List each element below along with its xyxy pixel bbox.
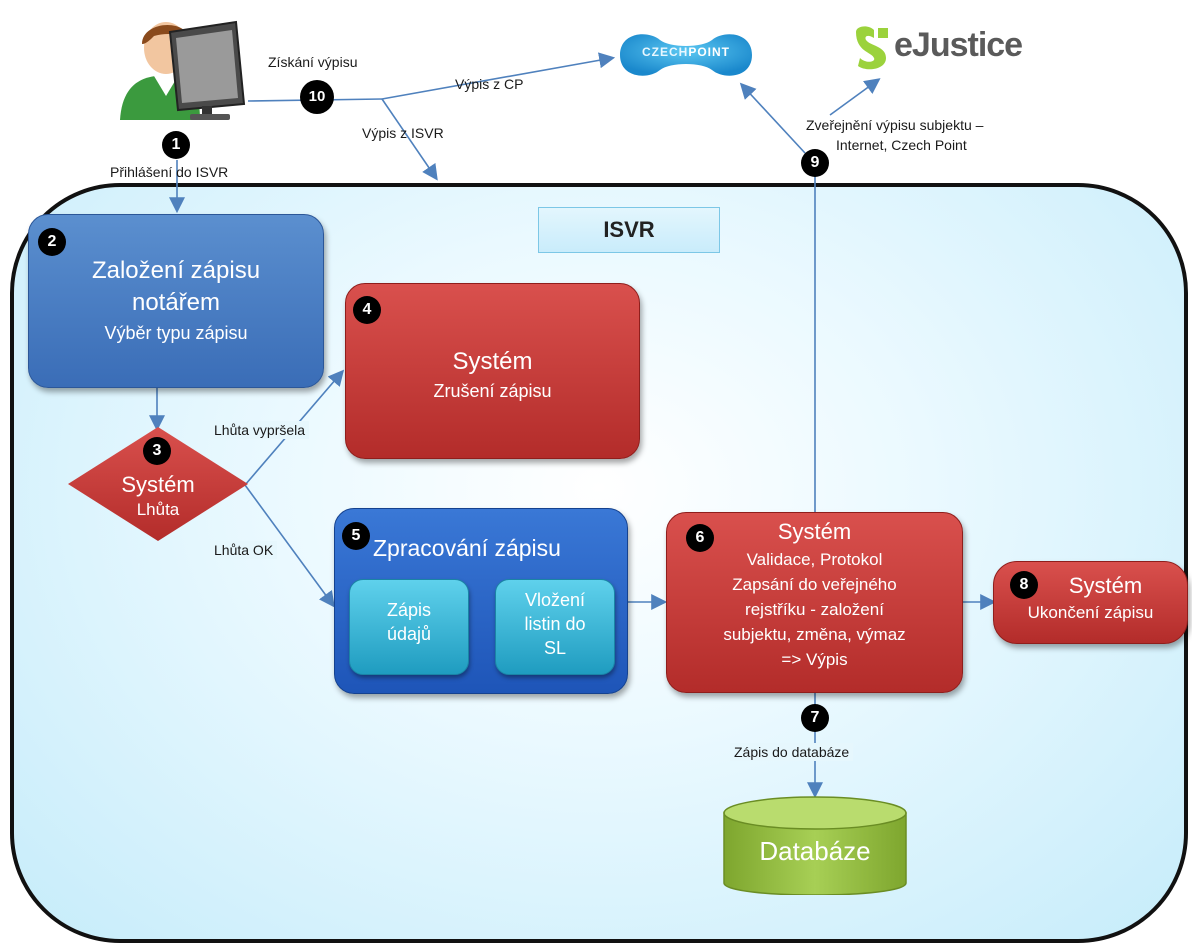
step-number-8: 8 [1010,571,1038,599]
label-deadline-ok: Lhůta OK [210,541,278,559]
arrow-9-ejustice [829,78,881,116]
label-extract-cp: Výpis z CP [455,76,524,92]
box-process-entry: Zpracování zápisu Zápis údajů Vložení li… [334,508,628,694]
user-at-computer-icon [120,20,246,120]
box-system-validation: Systém Validace, Protokol Zapsání do veř… [666,512,963,693]
box6-line1: Systém [777,519,852,544]
arrow-3-5 [244,484,335,608]
arrow-extract-cp [381,52,616,100]
box-notary-create-entry: Založení zápisu notářem Výběr typu zápis… [28,214,324,388]
step-number-9: 9 [801,149,829,177]
step-number-7: 7 [801,704,829,732]
box3-line1: Systém [121,472,195,497]
ejustice-logo: eJustice [894,26,1023,64]
sub2-line3: SL [543,638,567,658]
box-system-cancel-entry: Systém Zrušení zápisu [345,283,640,459]
decision-diamond-shape [68,427,248,541]
sub1-line1: Zápis [386,600,431,620]
box4-line1: Systém [452,348,533,375]
label-publish-line2: Internet, Czech Point [836,137,967,153]
label-deadline-expired: Lhůta vypršela [210,421,310,439]
box6-line4: rejstříku - založení [745,600,884,619]
step-number-2: 2 [38,228,66,256]
label-get-extract: Získání výpisu [268,54,358,70]
box6-line6: => Výpis [781,650,848,669]
czechpoint-logo-shape [620,34,752,76]
box4-line2: Zrušení zápisu [433,381,552,401]
box3-line2: Lhůta [136,500,180,519]
box8-line1: Systém [1068,573,1143,598]
database-cylinder-icon [723,796,907,895]
label-extract-isvr: Výpis z ISVR [362,125,444,141]
box6-line5: subjektu, změna, výmaz [723,625,906,644]
czechpoint-text-b: POINT [688,45,730,59]
subbox-data-entry: Zápis údajů [349,579,469,675]
sub1-line2: údajů [386,624,432,644]
step-number-5: 5 [342,522,370,550]
box6-line3: Zapsání do veřejného [732,575,897,594]
arrow-extract-isvr [381,98,438,181]
isvr-title: ISVR [538,207,720,253]
box5-title: Zpracování zápisu [373,535,561,561]
arrow-9-cp [739,82,806,154]
step-number-3: 3 [143,437,171,465]
subbox-insert-documents: Vložení listin do SL [495,579,615,675]
database-label: Databáze [759,836,871,866]
label-write-database: Zápis do databáze [730,743,854,761]
step-number-6: 6 [686,524,714,552]
czechpoint-text-a: CZECH [641,45,689,59]
step-number-4: 4 [353,296,381,324]
sub2-line2: listin do [524,614,586,634]
box8-line2: Ukončení zápisu [1027,603,1154,622]
label-login: Přihlášení do ISVR [110,164,229,180]
ejustice-mark-icon [856,26,888,70]
czechpoint-logo: CZECHPOINT [622,45,750,59]
sub2-line1: Vložení [524,590,586,610]
box2-line1: Založení zápisu [91,257,261,284]
label-publish-line1: Zveřejnění výpisu subjektu – [806,117,984,133]
step-number-10: 10 [300,80,334,114]
box2-line3: Výběr typu zápisu [104,323,248,343]
box-system-deadline: Systém Lhůta [66,472,250,522]
step-number-1: 1 [162,131,190,159]
box6-line2: Validace, Protokol [746,550,883,569]
box2-line2: notářem [131,289,221,316]
